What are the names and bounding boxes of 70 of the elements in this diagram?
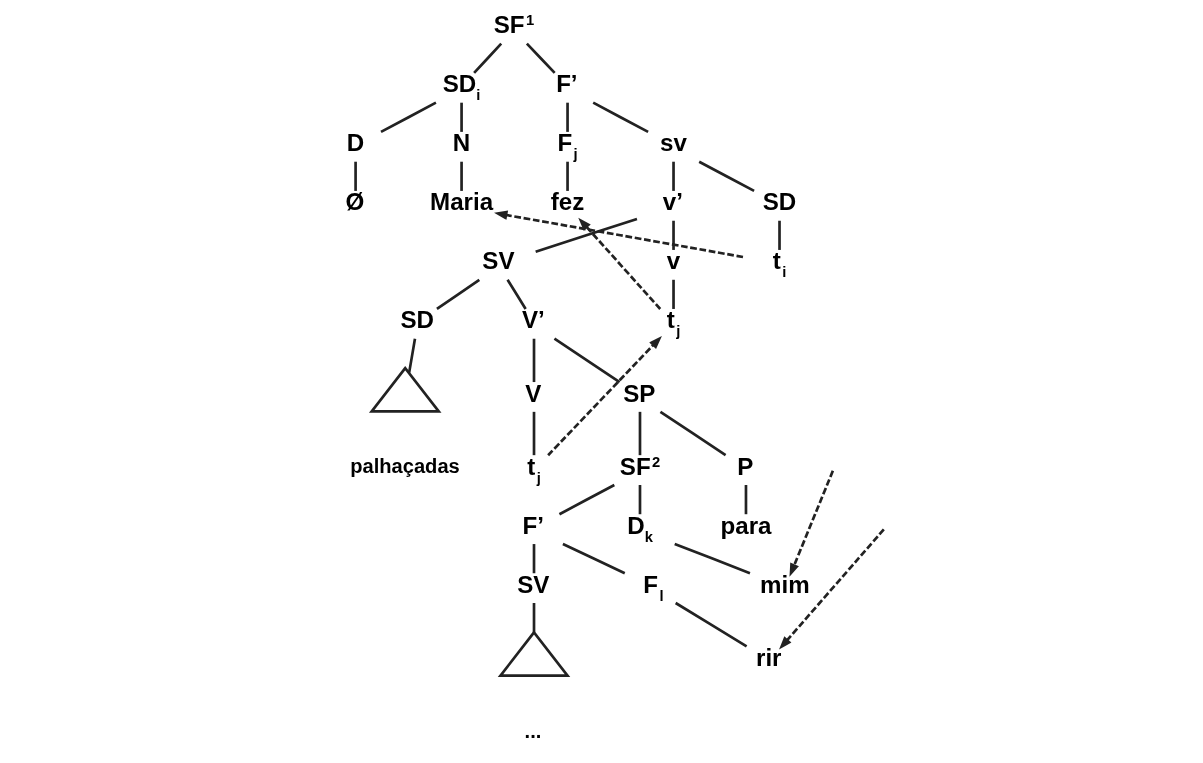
node-text: SP [622, 379, 655, 407]
node-text: para [719, 511, 771, 539]
node-text: V [524, 379, 541, 407]
connector [532, 603, 535, 633]
connector [638, 485, 641, 515]
node-text: t$_{i}$ [772, 247, 786, 281]
node-text: D$_{k}$ [626, 511, 653, 545]
connector [532, 544, 535, 574]
arrow [789, 470, 834, 577]
connector [459, 102, 463, 132]
connector [532, 338, 535, 383]
connector [353, 161, 357, 191]
node-text: SF$^{2}$ [619, 452, 660, 480]
arrow [493, 210, 743, 259]
connector [561, 542, 625, 575]
node-text: fez [550, 188, 584, 216]
node-text: sv [659, 129, 687, 157]
node-text: SV [481, 247, 515, 275]
node-text: SV [516, 570, 549, 598]
node-text: F$_{j}$ [556, 129, 578, 163]
node-text: P [736, 452, 753, 480]
node-text: SD$_{i}$ [442, 70, 480, 104]
node-text: SD [400, 306, 434, 334]
connector [698, 160, 755, 193]
connector [435, 278, 480, 311]
connector [674, 601, 747, 648]
node-text: SD [762, 188, 796, 216]
connector [673, 542, 750, 575]
connector [532, 411, 535, 456]
node-text: F$_{l}$ [642, 570, 664, 604]
node-text: D [346, 129, 364, 157]
connector [671, 220, 675, 250]
connector [553, 337, 620, 384]
connector [638, 411, 641, 456]
node-text: v [666, 247, 680, 275]
node-text: v’ [662, 188, 683, 216]
node-triangle [497, 630, 570, 677]
connector [592, 101, 649, 134]
arrow [577, 217, 661, 310]
connector [565, 102, 569, 132]
node-text: mim [759, 570, 810, 598]
connector [671, 161, 675, 191]
connector [558, 483, 615, 516]
arrow [778, 528, 885, 650]
connector [472, 42, 502, 74]
connector [407, 338, 416, 373]
connector [659, 410, 726, 457]
node-text: t$_{j}$ [666, 306, 680, 340]
node-text: F’ [555, 70, 578, 98]
node-text: rir [755, 643, 782, 671]
connector [534, 217, 637, 253]
node-label: palhaçadas [349, 455, 460, 478]
node-label: ... [524, 719, 541, 742]
connector [505, 279, 527, 310]
node-text: t$_{j}$ [526, 452, 541, 486]
connector [459, 161, 463, 191]
node-text: F’ [522, 511, 544, 539]
connector [671, 279, 675, 309]
connector [744, 485, 747, 515]
node-text: V’ [521, 306, 545, 334]
connector [565, 161, 569, 191]
node-text: SF$^{1}$ [493, 11, 534, 39]
node-text: Ø [345, 188, 364, 216]
arrow [546, 335, 662, 457]
connector [777, 220, 781, 250]
connector [525, 42, 556, 74]
node-text: N [452, 129, 470, 157]
node-triangle [368, 365, 441, 413]
node-text: Maria [429, 188, 493, 216]
connector [379, 101, 437, 134]
